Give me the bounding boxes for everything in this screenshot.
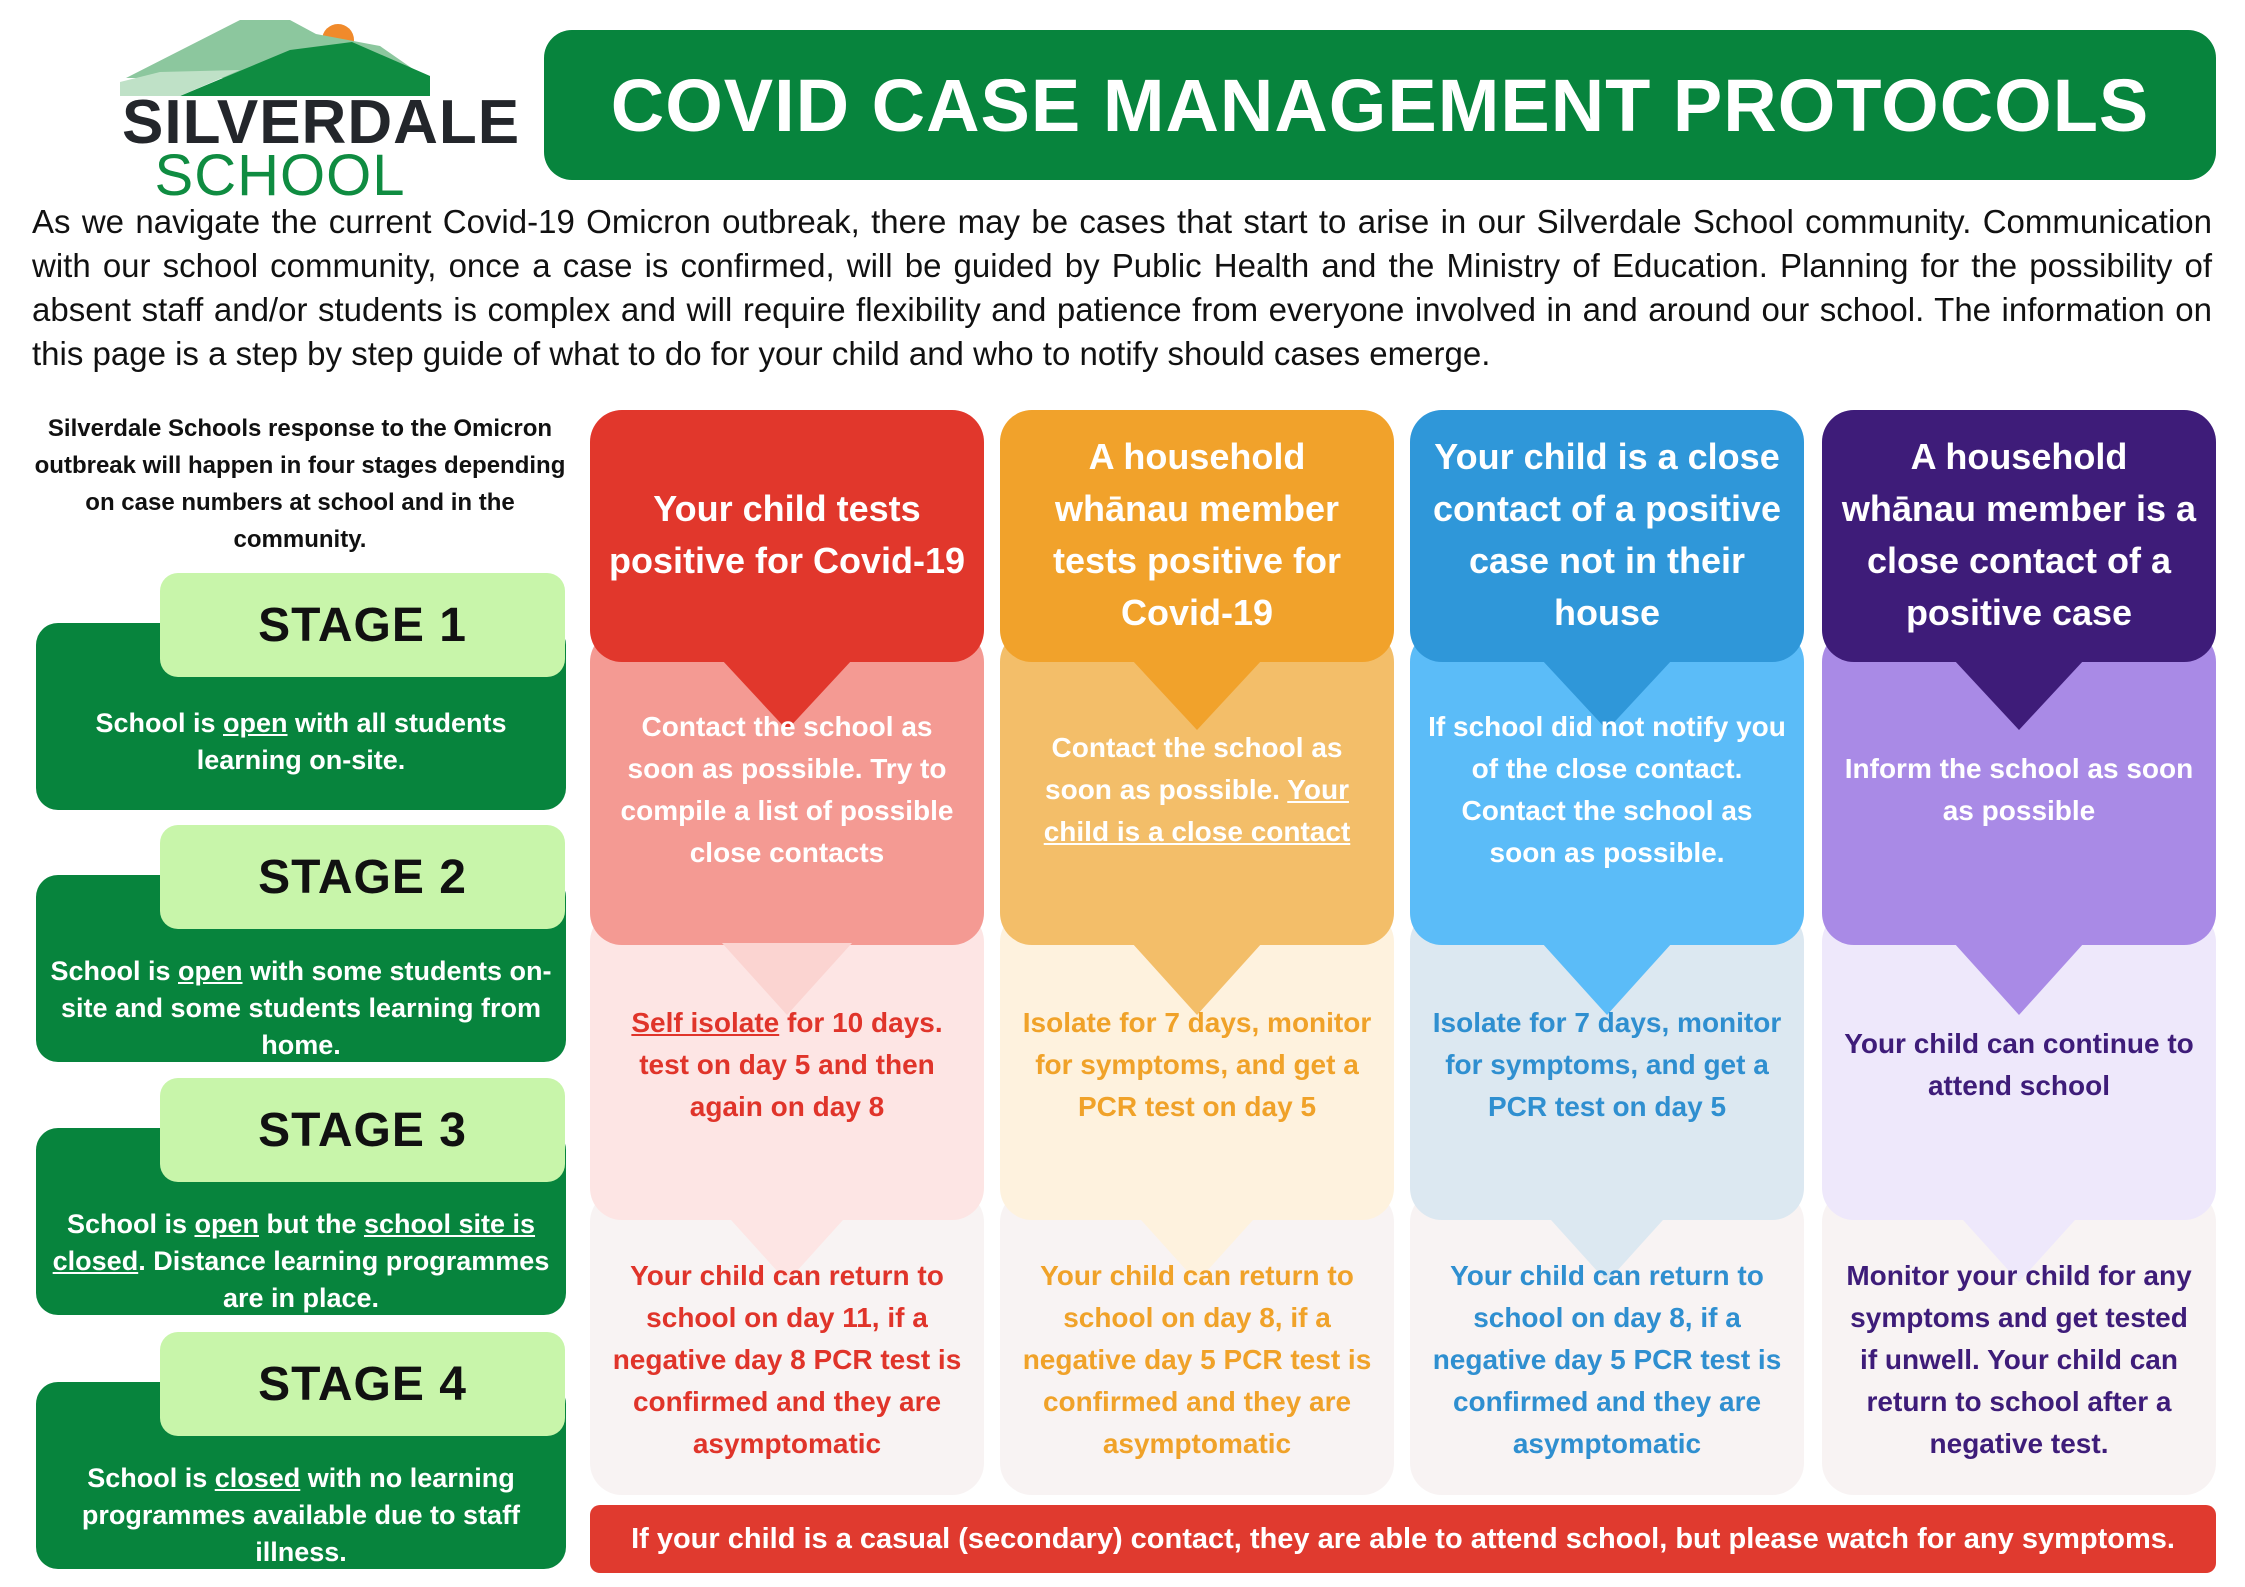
column-3-step-2: Isolate for 7 days, monitor for symptoms… [1432,1007,1782,1122]
column-4-shapes [1822,410,2216,1495]
header-arrow [1542,660,1672,730]
header-arrow [722,660,852,730]
column-child-positive: Your child tests positive for Covid-19 C… [590,410,984,1495]
column-4-header: A household whānau member is a close con… [1841,436,2197,633]
step-2-card [590,910,984,1220]
header-card [1410,410,1804,662]
column-1-shapes [590,410,984,1495]
stage-1-description: School is open with all students learnin… [95,707,507,775]
column-1-header: Your child tests positive for Covid-19 [608,488,966,581]
step-1-card [1000,630,1394,945]
step-1-arrow [722,943,852,1015]
step-1-arrow [1132,943,1262,1015]
header-arrow [1132,660,1262,730]
header-arrow [1954,660,2084,730]
stage-3-description: School is open but the school site is cl… [52,1209,550,1313]
column-2-step-2: Isolate for 7 days, monitor for symptoms… [1022,1007,1372,1122]
step-3-card [1000,1190,1394,1495]
step-1-card [590,630,984,945]
title-banner: COVID CASE MANAGEMENT PROTOCOLS [544,30,2216,180]
column-2-shapes [1000,410,1394,1495]
step-2-arrow [1542,1210,1672,1282]
column-4-step-2: Your child can continue to attend school [1844,1028,2194,1101]
column-2-step-3: Your child can return to school on day 8… [1022,1260,1372,1459]
step-2-card [1000,910,1394,1220]
step-2-card [1410,910,1804,1220]
step-1-card [1410,630,1804,945]
logo-wordmark-silverdale: SILVERDALE [122,88,521,157]
column-3-step-3: Your child can return to school on day 8… [1432,1260,1782,1459]
casual-contact-note: If your child is a casual (secondary) co… [631,1522,2175,1555]
stage-3-label: STAGE 3 [160,1078,565,1182]
column-3-header: Your child is a close contact of a posit… [1432,436,1782,633]
school-logo-mountains [120,20,430,96]
step-3-card [590,1190,984,1495]
intro-paragraph: As we navigate the current Covid-19 Omic… [32,203,2212,372]
stage-1-box: School is open with all students learnin… [36,623,566,810]
stages-intro: Silverdale Schools response to the Omicr… [34,415,566,553]
column-household-positive: A household whānau member tests positive… [1000,410,1394,1495]
column-3-shapes [1410,410,1804,1495]
step-2-arrow [722,1210,852,1282]
column-household-close-contact: A household whānau member is a close con… [1822,410,2216,1495]
column-3-step-1: If school did not notify you of the clos… [1428,711,1786,868]
stage-2-description: School is open with some students on-sit… [50,956,552,1060]
header-card [590,410,984,662]
stage-4-label: STAGE 4 [160,1332,565,1436]
column-4-step-3: Monitor your child for any symptoms and … [1846,1260,2192,1459]
column-2-step-1: Contact the school as soon as possible. … [1043,732,1351,847]
column-4-step-1: Inform the school as soon as possible [1844,753,2194,826]
step-2-card [1822,910,2216,1220]
step-1-arrow [1542,943,1672,1015]
step-3-card [1410,1190,1804,1495]
step-2-arrow [1132,1210,1262,1282]
stage-4-description: School is closed with no learning progra… [81,1463,521,1567]
step-3-card [1822,1190,2216,1495]
header-card [1822,410,2216,662]
stage-2-label: STAGE 2 [160,825,565,929]
column-child-close-contact: Your child is a close contact of a posit… [1410,410,1804,1495]
step-1-arrow [1954,943,2084,1015]
column-1-step-3: Your child can return to school on day 1… [612,1260,962,1459]
step-2-arrow [1954,1210,2084,1282]
step-1-card [1822,630,2216,945]
page-title: COVID CASE MANAGEMENT PROTOCOLS [610,63,2150,147]
casual-contact-banner: If your child is a casual (secondary) co… [590,1505,2216,1573]
logo-wordmark-school: SCHOOL [154,143,406,208]
column-2-header: A household whānau member tests positive… [1052,436,1342,633]
stage-1-label: STAGE 1 [160,573,565,677]
column-1-step-1: Contact the school as soon as possible. … [620,711,954,868]
column-1-step-2: Self isolate for 10 days. test on day 5 … [631,1007,943,1122]
header-card [1000,410,1394,662]
